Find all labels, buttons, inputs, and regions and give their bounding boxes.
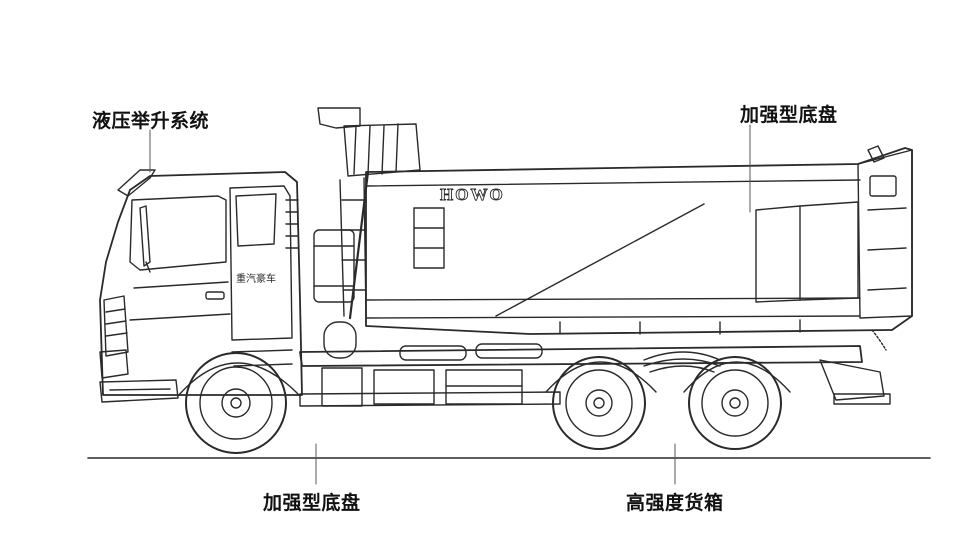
label-reinforced-chassis-top: 加强型底盘: [740, 104, 838, 126]
box-brand-text: HOWO: [440, 185, 505, 204]
label-high-strength-cargo-box: 高强度货箱: [626, 492, 724, 514]
hydraulic-lift: [313, 107, 421, 359]
rear-wheel-2: [688, 356, 782, 450]
dump-box: [365, 145, 913, 351]
label-reinforced-chassis-bottom: 加强型底盘: [263, 492, 361, 514]
rear-wheel-1: [552, 356, 646, 450]
chassis-frame: [299, 343, 891, 407]
cab-badge-text: 重汽豪车: [236, 272, 276, 285]
label-hydraulic-lift-system: 液压举升系统: [92, 110, 210, 132]
front-wheel: [185, 352, 287, 454]
truck-cab: [99, 169, 303, 403]
